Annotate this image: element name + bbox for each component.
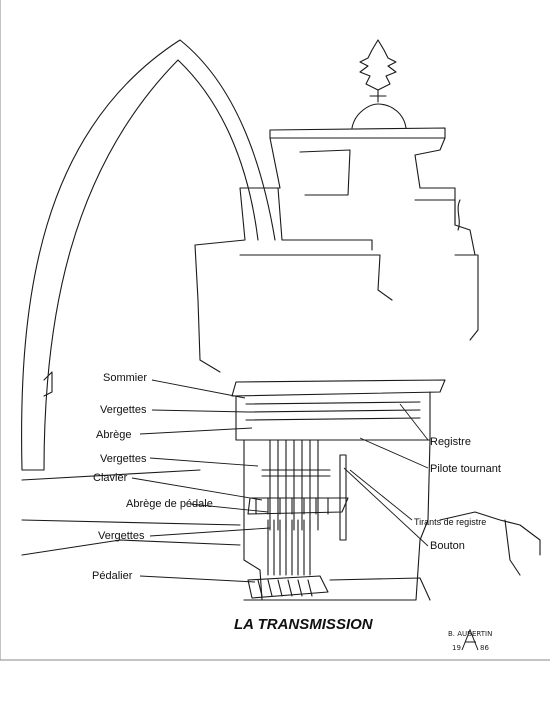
label-vergettes-top: Vergettes — [100, 404, 147, 416]
finial — [359, 39, 397, 91]
signature-mark — [461, 628, 479, 651]
signature-year-a: 19 — [452, 644, 461, 652]
gothic-arch — [21, 39, 276, 471]
label-pedalier: Pédalier — [92, 570, 133, 582]
signature-name: B. AUBERTIN — [448, 630, 493, 638]
label-pilote-tournant: Pilote tournant — [430, 463, 501, 475]
label-registre: Registre — [430, 436, 471, 448]
pedalboard — [247, 575, 329, 599]
label-sommier: Sommier — [103, 372, 148, 384]
label-vergettes-bottom: Vergettes — [98, 530, 145, 542]
label-tirants-de-registre: Tirants de registre — [414, 517, 487, 527]
label-abrege: Abrège — [96, 429, 132, 441]
label-abrege-de-pedale: Abrège de pédale — [126, 498, 213, 510]
signature-year-b: 86 — [480, 644, 489, 652]
label-bouton: Bouton — [430, 540, 465, 552]
diagram-title: LA TRANSMISSION — [234, 616, 373, 633]
windchest — [231, 379, 446, 397]
label-clavier: Clavier — [93, 472, 128, 484]
keyboard — [247, 497, 349, 515]
label-vergettes-middle: Vergettes — [100, 453, 147, 465]
